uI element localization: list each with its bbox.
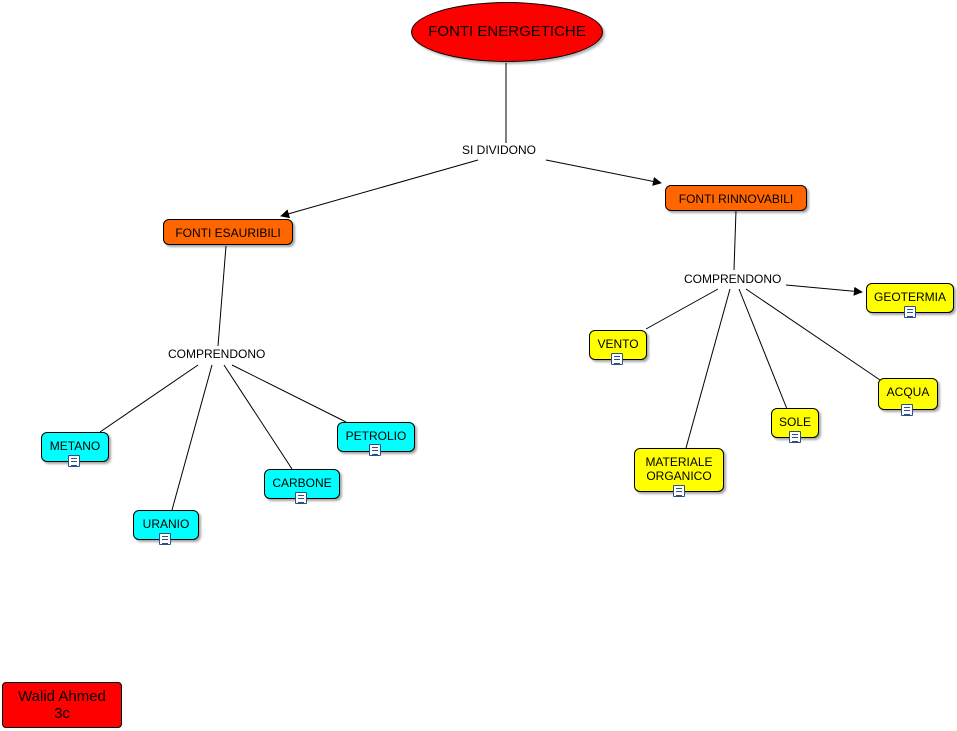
link-label-renewable-include: COMPRENDONO [682, 272, 784, 286]
author-class: 3c [54, 705, 70, 722]
edge-divide-to-exhaustible [280, 159, 479, 219]
node-materiale-organico[interactable]: MATERIALE ORGANICO [634, 448, 724, 492]
edge-include-to-carbone [223, 364, 293, 470]
node-vento-label: VENTO [597, 337, 639, 351]
document-icon[interactable] [611, 353, 623, 365]
edge-include-to-sole [738, 288, 788, 410]
document-icon[interactable] [295, 492, 307, 504]
node-materiale-organico-line2: ORGANICO [646, 469, 712, 483]
root-node[interactable]: FONTI ENERGETICHE [411, 2, 603, 62]
link-label-divide: SI DIVIDONO [460, 143, 539, 157]
node-materiale-organico-line1: MATERIALE [645, 455, 713, 469]
edge-include-to-petrolio [231, 364, 347, 423]
document-icon[interactable] [901, 404, 913, 416]
document-icon[interactable] [369, 444, 381, 456]
author-name: Walid Ahmed [18, 688, 106, 705]
node-carbone-label: CARBONE [272, 476, 332, 490]
node-sole-label: SOLE [778, 415, 811, 429]
category-exhaustible-label: FONTI ESAURIBILI [175, 226, 281, 240]
document-icon[interactable] [159, 533, 171, 545]
document-icon[interactable] [789, 431, 801, 443]
node-geotermia-label: GEOTERMIA [873, 290, 946, 304]
category-renewable[interactable]: FONTI RINNOVABILI [665, 185, 807, 211]
node-metano-label: METANO [49, 439, 101, 453]
link-label-exhaustible-include: COMPRENDONO [166, 347, 268, 361]
node-uranio-label: URANIO [142, 517, 190, 531]
edge-include-to-uranio [171, 364, 213, 511]
edge-exhaustible-to-include [217, 245, 227, 347]
author-box: Walid Ahmed 3c [2, 682, 122, 728]
edge-divide-to-renewable [545, 159, 662, 186]
category-renewable-label: FONTI RINNOVABILI [678, 192, 794, 206]
node-petrolio-label: PETROLIO [345, 429, 407, 443]
document-icon[interactable] [68, 455, 80, 467]
category-exhaustible[interactable]: FONTI ESAURIBILI [163, 219, 293, 245]
document-icon[interactable] [673, 485, 685, 497]
edge-renewable-to-include [733, 209, 737, 271]
edge-include-to-materiale-organico [685, 288, 731, 449]
node-acqua-label: ACQUA [886, 385, 930, 399]
edge-include-to-vento [645, 288, 719, 330]
edge-include-to-acqua [745, 288, 881, 381]
edge-include-to-geotermia [785, 284, 863, 296]
node-sole[interactable]: SOLE [771, 408, 819, 438]
edge-include-to-metano [99, 364, 199, 433]
document-icon[interactable] [904, 306, 916, 318]
node-metano[interactable]: METANO [41, 432, 109, 462]
